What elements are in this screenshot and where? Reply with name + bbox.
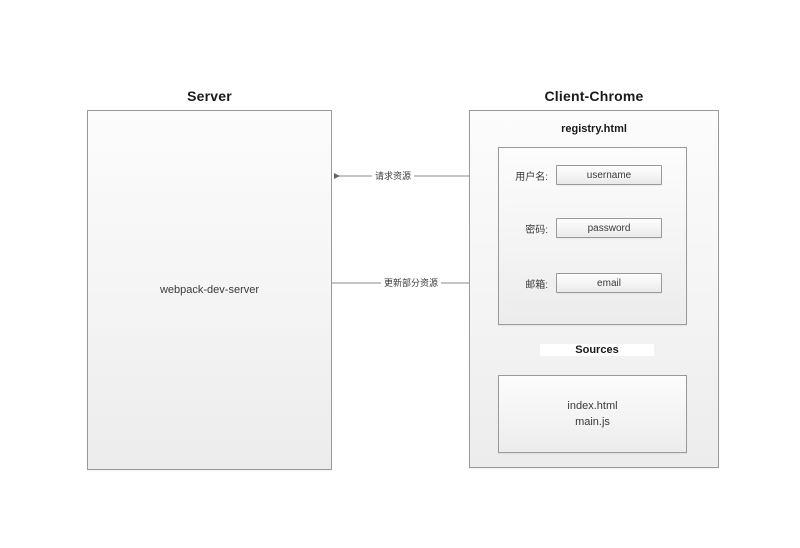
webpack-dev-server-label: webpack-dev-server xyxy=(159,284,260,296)
password-field-label: 密码: xyxy=(525,224,548,236)
registry-html-title: registry.html xyxy=(561,123,627,135)
sources-edge-label: Sources xyxy=(540,344,654,356)
password-input[interactable]: password xyxy=(556,218,662,238)
connector-label-request-resource: 请求资源 xyxy=(372,169,415,182)
server-panel-box xyxy=(87,110,332,470)
sources-file-list: index.html main.js xyxy=(567,400,618,428)
username-field-label: 用户名: xyxy=(515,171,548,183)
client-panel-title: Client-Chrome xyxy=(544,88,644,104)
form-row-username: 用户名: username xyxy=(498,164,687,186)
username-input[interactable]: username xyxy=(556,165,662,185)
form-row-email: 邮箱: email xyxy=(498,272,687,294)
email-input[interactable]: email xyxy=(556,273,662,293)
connector-label-update-resource: 更新部分资源 xyxy=(381,276,442,289)
email-field-label: 邮箱: xyxy=(525,279,548,291)
form-row-password: 密码: password xyxy=(498,217,687,239)
sources-box xyxy=(498,375,687,453)
server-panel-title: Server xyxy=(187,88,232,104)
